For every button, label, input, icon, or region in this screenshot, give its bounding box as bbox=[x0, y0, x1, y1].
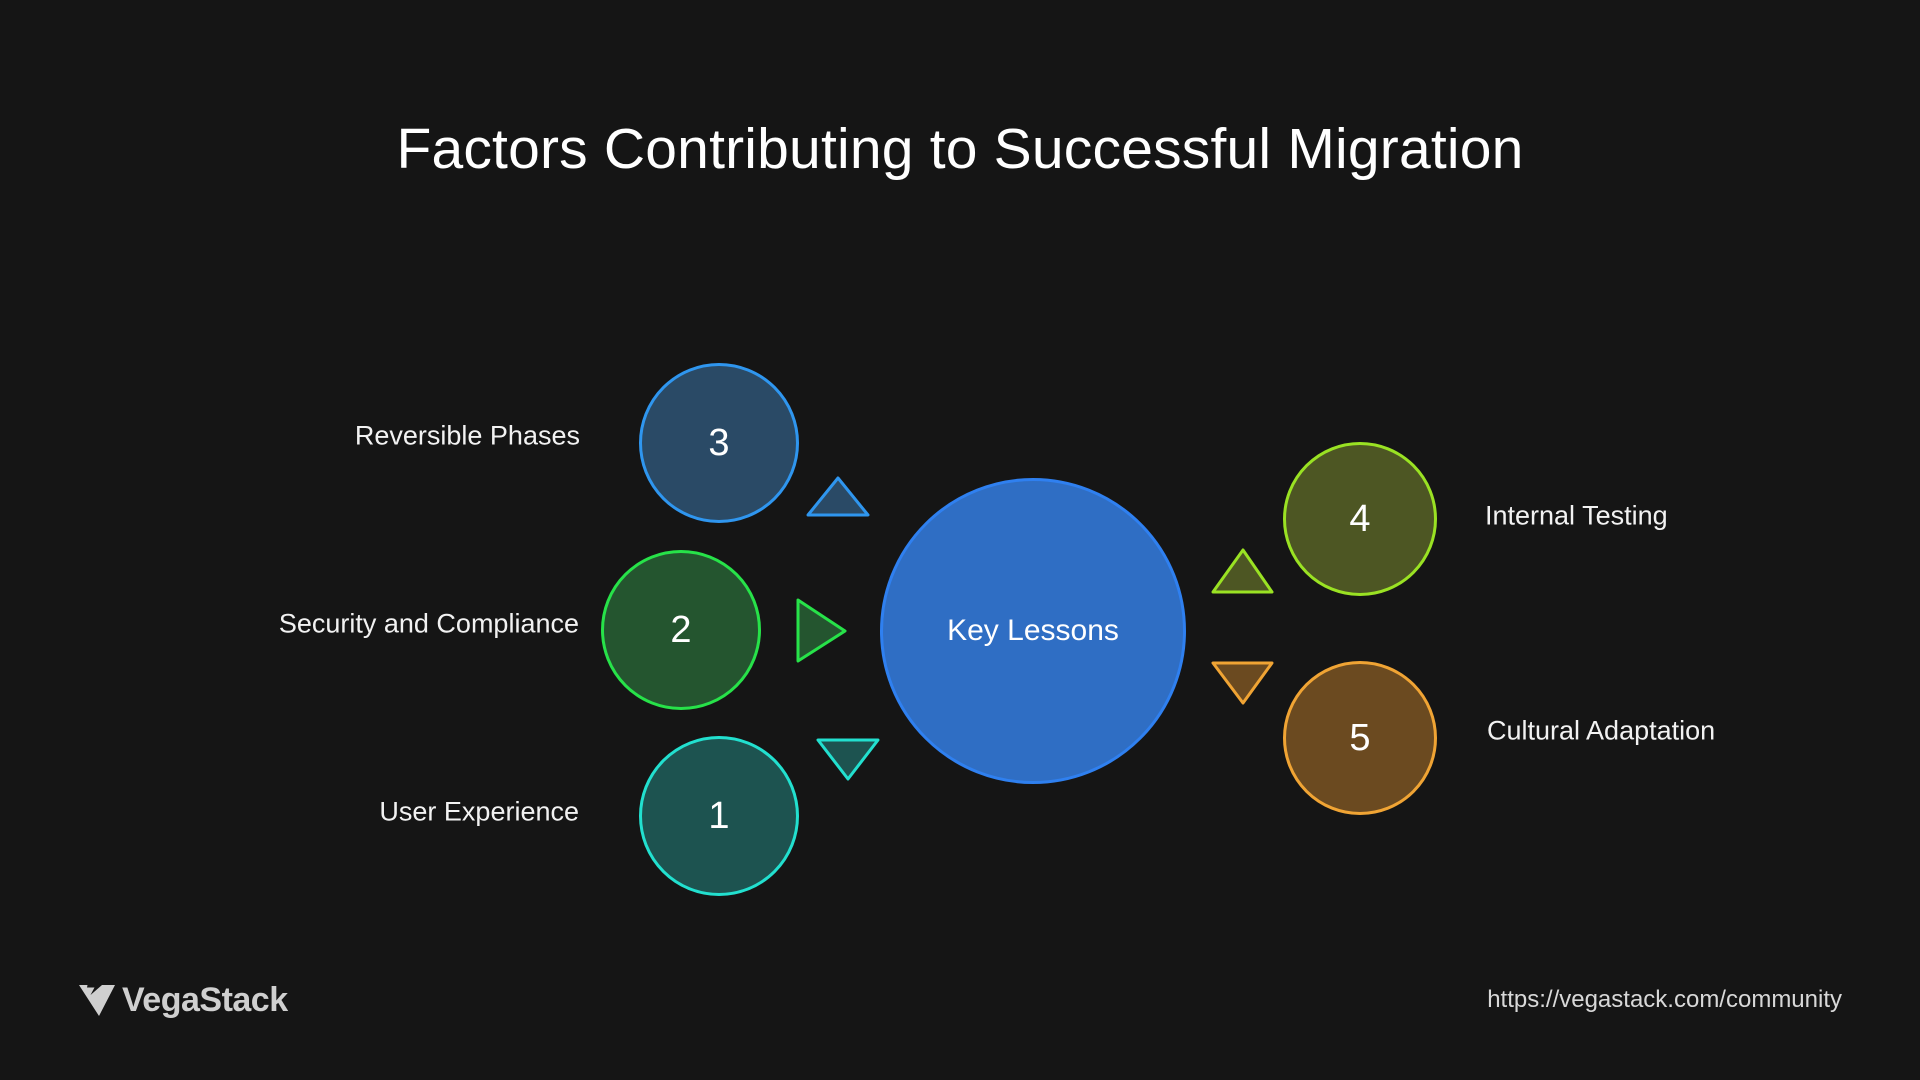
hub-node-key-lessons[interactable]: Key Lessons bbox=[880, 478, 1186, 784]
hub-node-label: Key Lessons bbox=[947, 614, 1119, 647]
node-number-1: 1 bbox=[708, 795, 730, 837]
vegastack-v-mark-icon bbox=[79, 985, 115, 1016]
brand-logo: VegaStack bbox=[78, 983, 288, 1017]
node-circle-2[interactable]: 2 bbox=[601, 550, 761, 710]
triangle-up-icon-node-3 bbox=[806, 476, 870, 517]
node-circle-5[interactable]: 5 bbox=[1283, 661, 1437, 815]
node-circle-4[interactable]: 4 bbox=[1283, 442, 1437, 596]
node-number-2: 2 bbox=[670, 609, 692, 651]
node-number-4: 4 bbox=[1349, 498, 1371, 540]
footer-url[interactable]: https://vegastack.com/community bbox=[1487, 986, 1842, 1013]
triangle-down-icon-node-1 bbox=[816, 738, 880, 781]
node-label-reversible-phases: Reversible Phases bbox=[354, 420, 580, 451]
triangle-right-icon-node-2 bbox=[796, 598, 847, 663]
node-label-internal-testing: Internal Testing bbox=[1485, 500, 1668, 531]
node-number-5: 5 bbox=[1349, 717, 1371, 759]
node-label-security-and-compliance: Security and Compliance bbox=[278, 608, 579, 639]
node-number-3: 3 bbox=[708, 422, 730, 464]
triangle-up-icon-node-4 bbox=[1211, 548, 1274, 594]
page-title: Factors Contributing to Successful Migra… bbox=[396, 117, 1524, 181]
brand-name: VegaStack bbox=[122, 981, 288, 1019]
triangle-down-icon-node-5 bbox=[1211, 661, 1274, 705]
node-label-cultural-adaptation: Cultural Adaptation bbox=[1487, 715, 1716, 746]
node-circle-1[interactable]: 1 bbox=[639, 736, 799, 896]
node-label-user-experience: User Experience bbox=[379, 796, 579, 827]
node-circle-3[interactable]: 3 bbox=[639, 363, 799, 523]
